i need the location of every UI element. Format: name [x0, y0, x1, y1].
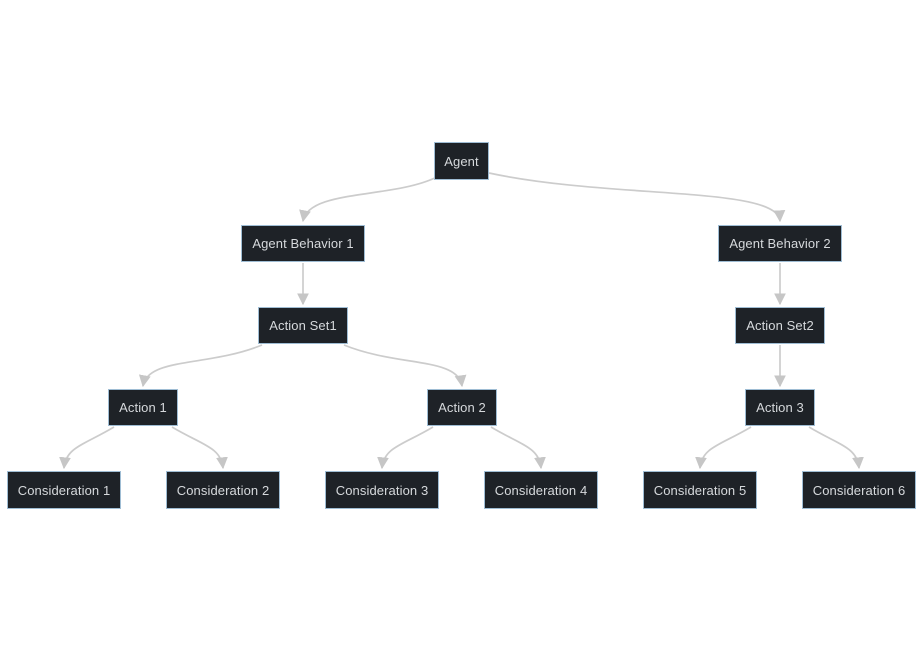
node-action-set-2: Action Set2: [735, 307, 825, 344]
node-consideration-4: Consideration 4: [484, 471, 598, 509]
node-action-3: Action 3: [745, 389, 815, 426]
edge-action-1-to-consideration-1: [59, 426, 115, 470]
edge-action-1-to-consideration-2: [171, 426, 228, 470]
node-agent-behavior-1: Agent Behavior 1: [241, 225, 365, 262]
node-consideration-6: Consideration 6: [802, 471, 916, 509]
edge-agent-to-agent-behavior-2: [488, 172, 786, 223]
edge-action-set-1-to-action-1: [138, 344, 263, 388]
node-consideration-2: Consideration 2: [166, 471, 280, 509]
node-consideration-5: Consideration 5: [643, 471, 757, 509]
node-agent: Agent: [434, 142, 489, 180]
edge-action-3-to-consideration-5: [695, 426, 752, 470]
edge-action-set-1-to-action-2: [343, 344, 467, 388]
node-action-2: Action 2: [427, 389, 497, 426]
edge-action-2-to-consideration-3: [377, 426, 434, 470]
edge-action-2-to-consideration-4: [490, 426, 546, 470]
node-action-1: Action 1: [108, 389, 178, 426]
node-agent-behavior-2: Agent Behavior 2: [718, 225, 842, 262]
node-action-set-1: Action Set1: [258, 307, 348, 344]
edge-action-3-to-consideration-6: [808, 426, 864, 470]
node-consideration-3: Consideration 3: [325, 471, 439, 509]
edge-agent-to-agent-behavior-1: [299, 176, 438, 223]
node-consideration-1: Consideration 1: [7, 471, 121, 509]
